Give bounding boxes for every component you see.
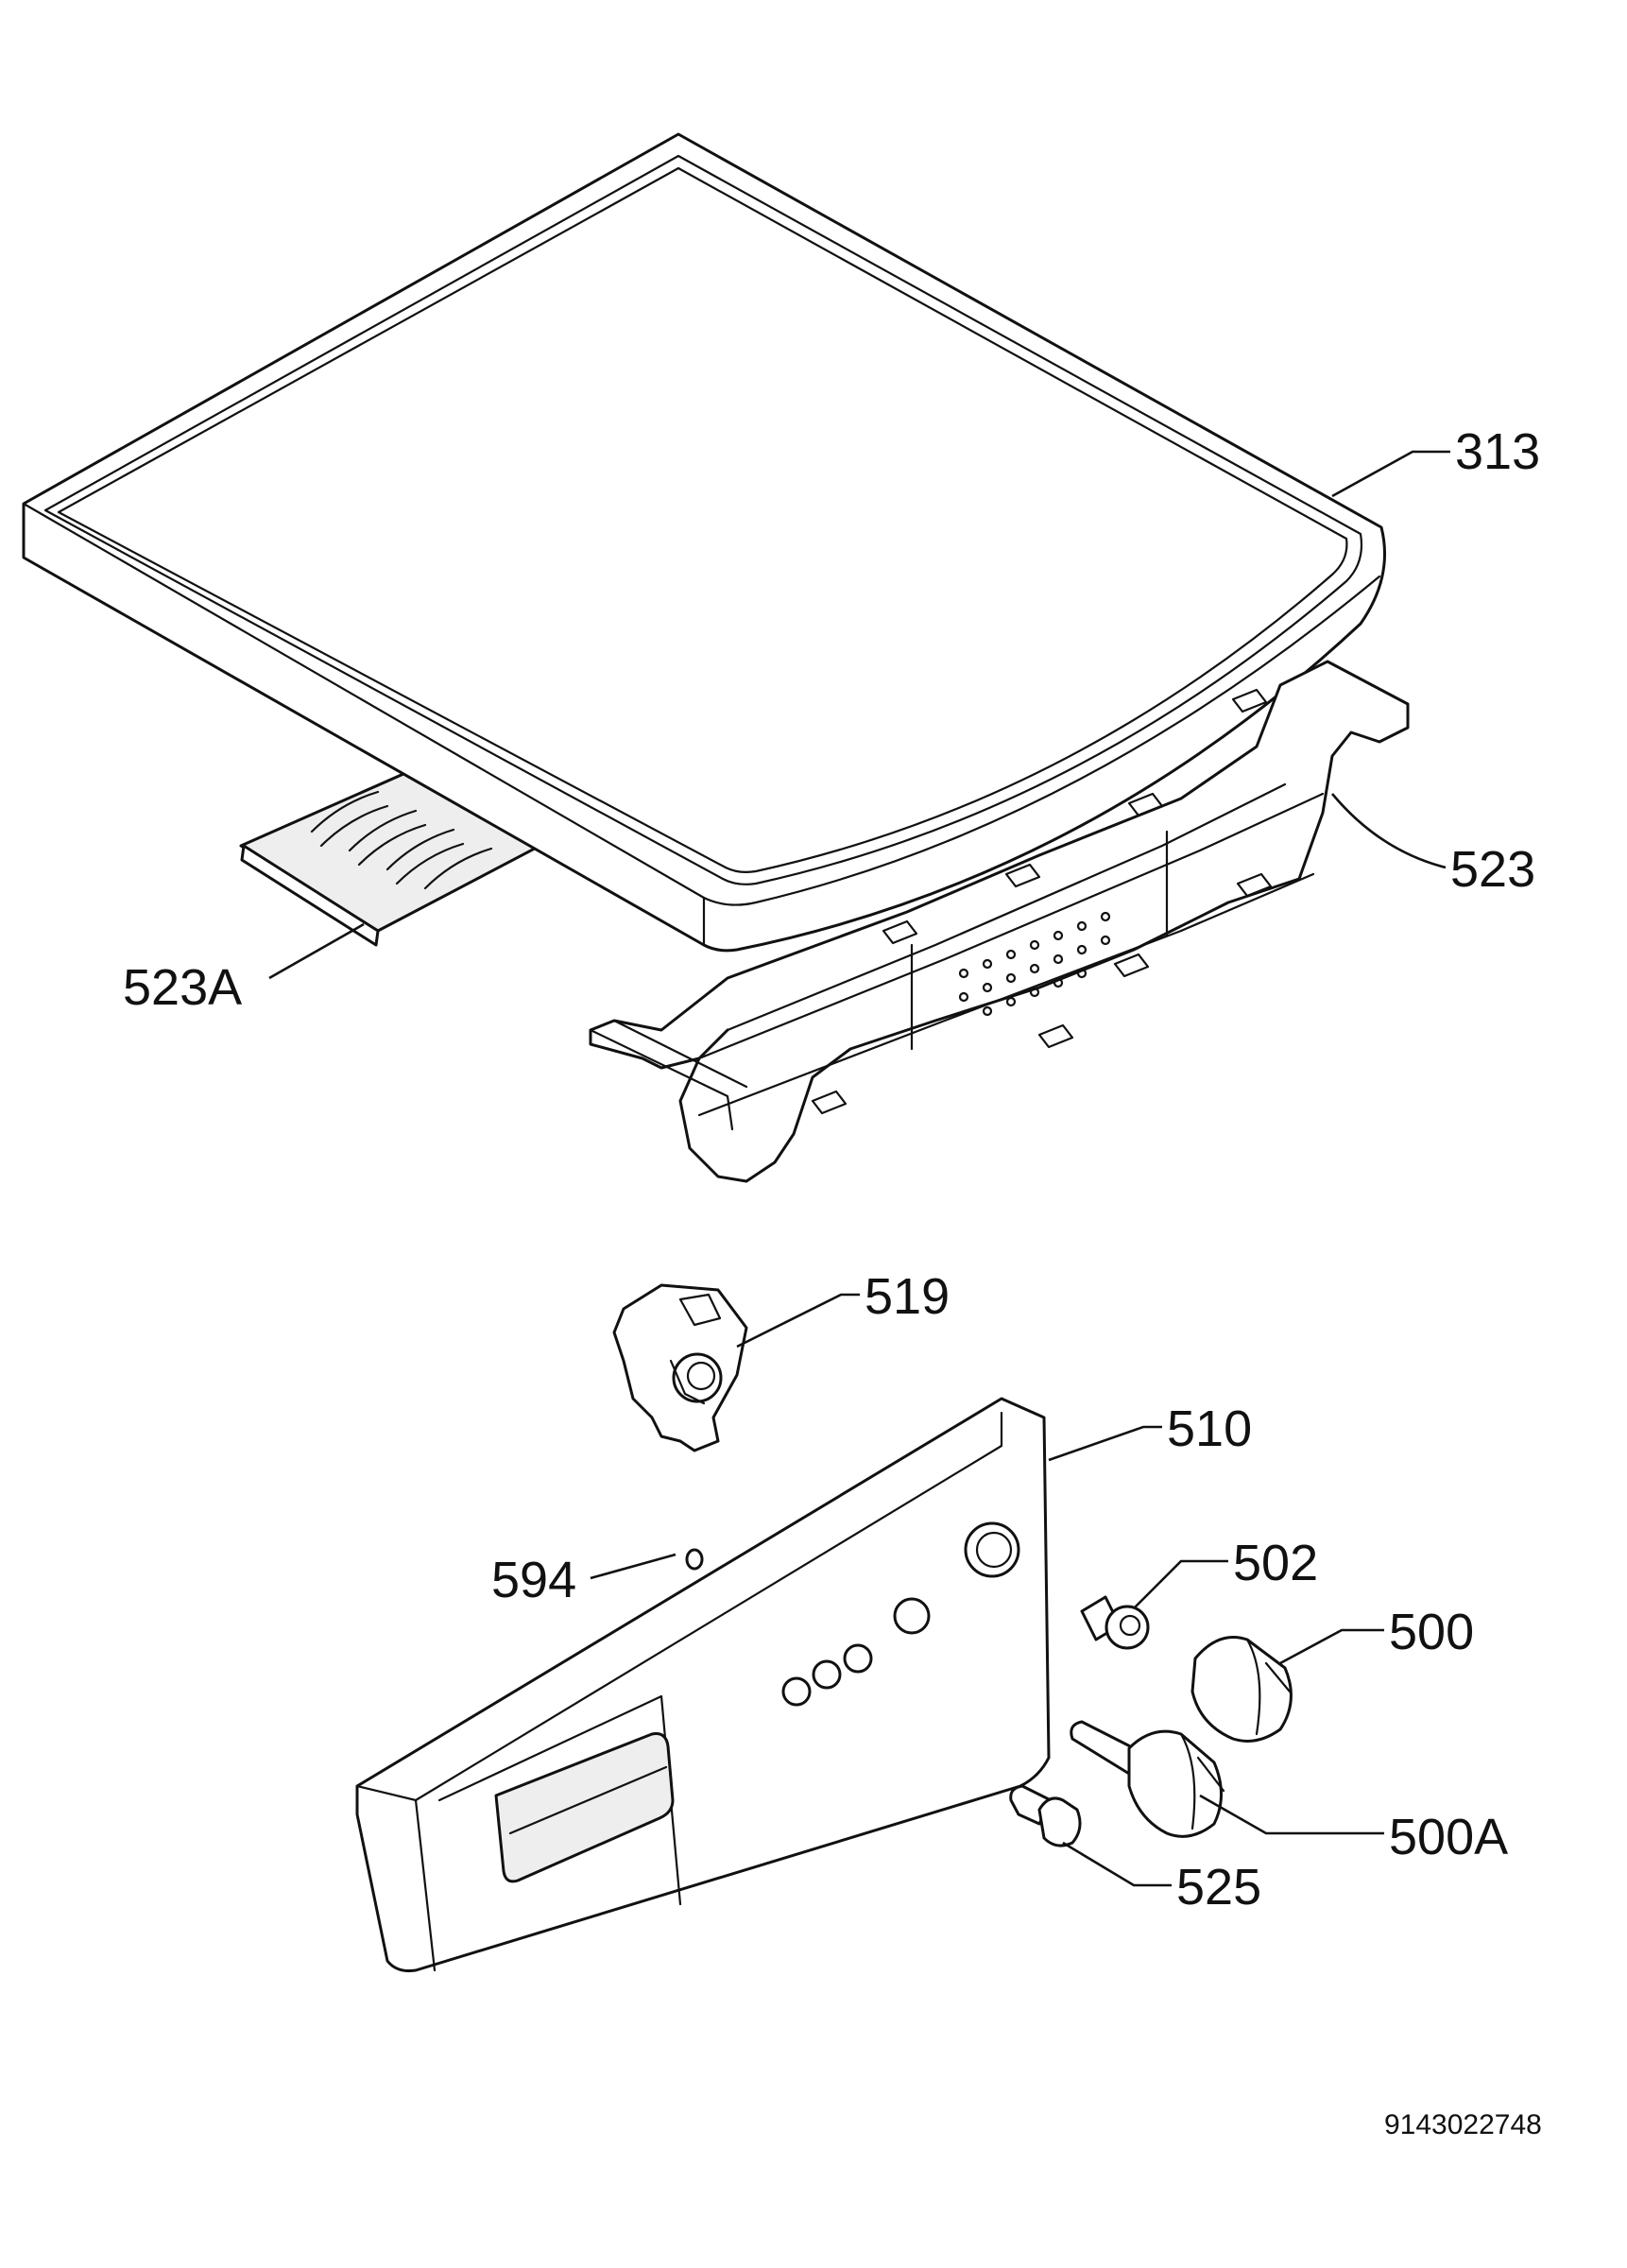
- callout-502: 502: [1233, 1535, 1318, 1591]
- part-519-bracket: [612, 1283, 748, 1452]
- callout-313: 313: [1455, 423, 1540, 480]
- part-502-spindle: [1080, 1595, 1150, 1650]
- callout-519: 519: [865, 1268, 950, 1325]
- callout-500A: 500A: [1389, 1809, 1508, 1865]
- callout-594: 594: [491, 1552, 576, 1608]
- part-510-control-panel: [355, 1397, 1051, 1972]
- callout-523A: 523A: [123, 959, 242, 1016]
- leader-lines: [268, 450, 1450, 1887]
- dispenser-slots: [811, 688, 1273, 1115]
- part-313-top-lid: [22, 132, 1387, 953]
- part-523-dispenser-housing: [589, 660, 1410, 1183]
- callout-500: 500: [1389, 1604, 1474, 1660]
- part-594-indicator: [685, 1548, 704, 1571]
- callout-labels: 313 523 523A 519 510 594 502 500 500A 52…: [123, 423, 1542, 2140]
- part-525-pin: [1009, 1784, 1082, 1847]
- callout-523: 523: [1450, 841, 1535, 898]
- dispenser-vent-holes: [958, 911, 1111, 1017]
- callout-525: 525: [1176, 1859, 1261, 1916]
- part-500A-knob-shaft: [1070, 1720, 1225, 1838]
- callout-510: 510: [1167, 1400, 1252, 1457]
- part-500-knob: [1190, 1636, 1293, 1743]
- document-number: 9143022748: [1384, 2109, 1542, 2140]
